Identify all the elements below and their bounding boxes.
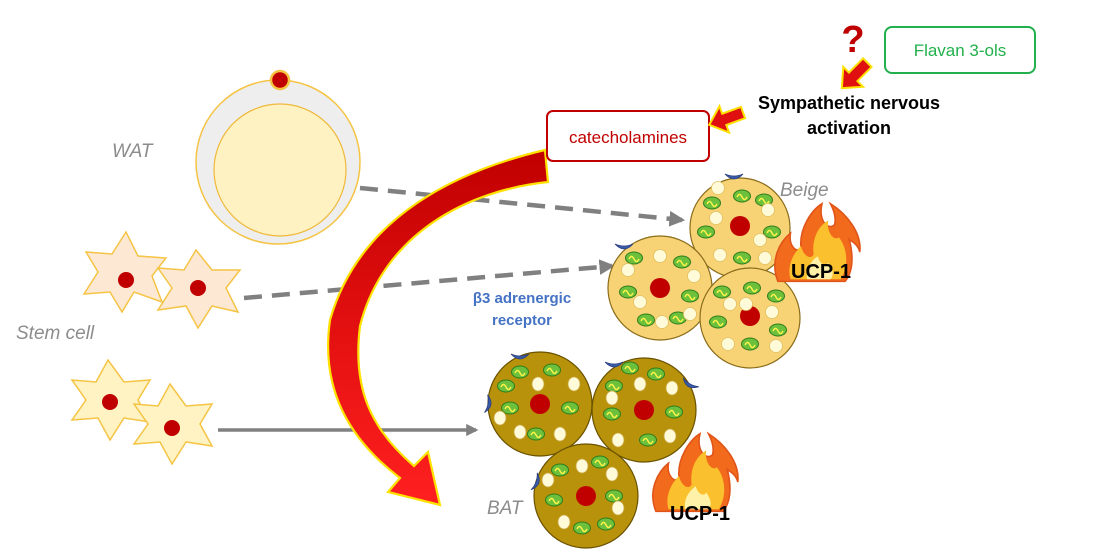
receptor-label-line1: β3 adrenergic: [473, 290, 571, 307]
bat-cell-left: [484, 351, 593, 457]
catecholamines-box: [546, 110, 710, 162]
beige-cell-left: [607, 235, 713, 341]
big-curved-arrow-icon: [327, 148, 550, 507]
ucp1-beige-label: UCP-1: [791, 261, 851, 283]
sympathetic-arrow-icon: [707, 103, 747, 135]
question-mark-icon: ?: [841, 19, 864, 61]
beige-cell-top: [689, 173, 791, 279]
stem-cell-label: Stem cell: [16, 323, 95, 344]
stem-cells-upper: [82, 230, 242, 330]
stem-cells-lower: [70, 358, 214, 466]
receptor-label-line2: receptor: [492, 312, 552, 329]
catecholamines-label: catecholamines: [569, 128, 687, 147]
flavanols-label: Flavan 3-ols: [914, 41, 1007, 60]
flavanols-box: [884, 26, 1036, 74]
beige-cell-right: [699, 267, 801, 369]
sympathetic-label-line1: Sympathetic nervous: [758, 93, 940, 113]
wat-to-beige-arrow: [359, 185, 686, 227]
beige-label: Beige: [780, 180, 829, 201]
wat-cell: [195, 69, 361, 245]
bat-cell-right: [591, 357, 700, 463]
sympathetic-label-line2: activation: [807, 118, 891, 138]
ucp1-bat-label: UCP-1: [670, 503, 730, 525]
wat-nucleus: [269, 69, 291, 91]
wat-label: WAT: [112, 141, 154, 162]
bat-cell-bottom: [530, 443, 639, 549]
flavanol-arrow-icon: [840, 57, 873, 90]
bat-label: BAT: [487, 498, 524, 519]
stem-to-beige-arrow: [243, 259, 616, 301]
